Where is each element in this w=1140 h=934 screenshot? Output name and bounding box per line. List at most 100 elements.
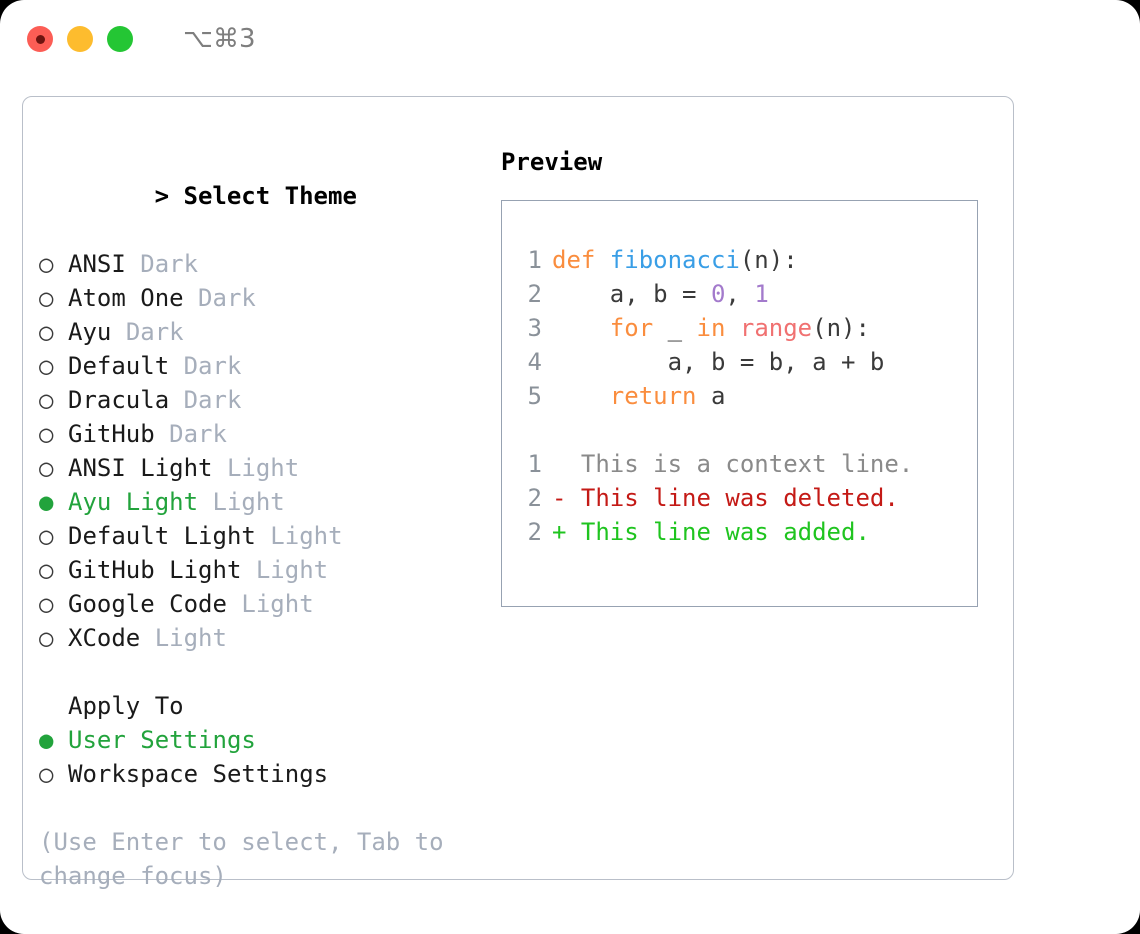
code-line: 2 a, b = 0, 1 (502, 277, 977, 311)
radio-unselected-icon[interactable]: ○ (39, 250, 54, 278)
theme-name: Default Light (68, 522, 256, 550)
diff-marker: + (552, 518, 581, 546)
theme-name: Ayu Light (68, 488, 199, 516)
list-spacer (39, 655, 489, 689)
code-token: in (696, 314, 726, 342)
theme-variant-tag: Light (241, 590, 314, 618)
keyboard-hint: (Use Enter to select, Tab to change focu… (39, 828, 459, 890)
theme-name: ANSI (68, 250, 126, 278)
line-number: 5 (527, 382, 542, 410)
radio-selected-icon[interactable]: ● (39, 726, 54, 754)
theme-list-item[interactable]: ○Dracula Dark (39, 383, 489, 417)
theme-name: Default (68, 352, 170, 380)
code-token: return (609, 382, 697, 410)
radio-unselected-icon[interactable]: ○ (39, 556, 54, 584)
theme-variant-tag: Light (154, 624, 227, 652)
theme-variant-tag: Dark (183, 352, 242, 380)
theme-variant-tag: Dark (125, 318, 184, 346)
radio-unselected-icon[interactable]: ○ (39, 318, 54, 346)
theme-row-space (213, 451, 227, 485)
select-theme-heading: > Select Theme (39, 145, 489, 247)
diff-text: This line was deleted. (580, 484, 899, 512)
diff-marker: - (552, 484, 581, 512)
theme-name: Ayu (68, 318, 112, 346)
theme-row-space (140, 621, 154, 655)
theme-name: GitHub Light (68, 556, 242, 584)
code-token (552, 314, 610, 342)
content-panel: > Select Theme ○ANSI Dark○Atom One Dark○… (22, 96, 1014, 890)
apply-to-option[interactable]: ○ Workspace Settings (39, 757, 489, 791)
theme-list-item[interactable]: ○ XCode Light (39, 621, 489, 655)
theme-list-item[interactable]: ○ANSI Light Light (39, 451, 489, 485)
line-number: 2 (527, 280, 542, 308)
code-token: for (609, 314, 654, 342)
code-token: def (552, 246, 610, 274)
line-number: 1 (527, 246, 542, 274)
code-token: a (696, 382, 726, 410)
hint-spacer (39, 791, 489, 825)
code-line: 5 return a (502, 379, 977, 413)
radio-unselected-icon[interactable]: ○ (39, 352, 54, 380)
theme-row-space (184, 281, 198, 315)
theme-row-space (169, 383, 183, 417)
theme-row-space (155, 417, 169, 451)
theme-list-item[interactable]: ●Ayu Light Light (39, 485, 489, 519)
theme-list-item[interactable]: ○ Default Dark (39, 349, 489, 383)
theme-row-space (256, 519, 270, 553)
theme-row-space (126, 247, 140, 281)
radio-unselected-icon[interactable]: ○ (39, 624, 54, 652)
theme-list-item[interactable]: ○ ANSI Dark (39, 247, 489, 281)
diff-marker (552, 450, 581, 478)
radio-unselected-icon[interactable]: ○ (39, 760, 54, 788)
theme-variant-tag: Dark (198, 284, 256, 312)
radio-unselected-icon[interactable]: ○ (39, 420, 54, 448)
theme-list-item[interactable]: ○ Default Light Light (39, 519, 489, 553)
theme-variant-tag: Dark (183, 386, 242, 414)
theme-row-space (227, 587, 241, 621)
theme-row-space (111, 315, 125, 349)
radio-selected-icon[interactable]: ● (39, 488, 54, 516)
apply-to-option[interactable]: ●User Settings (39, 723, 489, 757)
radio-unselected-icon[interactable]: ○ (39, 522, 54, 550)
theme-variant-tag: Light (270, 522, 343, 550)
maximize-button[interactable] (107, 26, 133, 52)
theme-name: Atom One (68, 284, 184, 312)
diff-snippet: 1 This is a context line.2- This line wa… (502, 447, 977, 549)
radio-unselected-icon[interactable]: ○ (39, 590, 54, 618)
theme-name: XCode (68, 624, 141, 652)
radio-unselected-icon[interactable]: ○ (39, 454, 54, 482)
minimize-button[interactable] (67, 26, 93, 52)
theme-row-space (241, 553, 255, 587)
theme-name: GitHub (68, 420, 155, 448)
code-line: 3 for _ in range(n): (502, 311, 977, 345)
theme-list-item[interactable]: ○GitHub Dark (39, 417, 489, 451)
theme-list-item[interactable]: ○GitHub Light Light (39, 553, 489, 587)
diff-text: This is a context line. (580, 450, 914, 478)
line-number: 2 (527, 484, 542, 512)
apply-to-options: ●User Settings ○ Workspace Settings (39, 723, 489, 791)
theme-list-item[interactable]: ○ Ayu Dark (39, 315, 489, 349)
close-button[interactable] (27, 26, 53, 52)
code-token: a, b = b, a + b (552, 348, 885, 376)
theme-list-item[interactable]: ○Google Code Light (39, 587, 489, 621)
code-token: 0 (710, 280, 726, 308)
code-token: , (725, 280, 755, 308)
theme-variant-tag: Dark (140, 250, 199, 278)
theme-name: ANSI Light (68, 454, 213, 482)
code-token: (n): (739, 246, 798, 274)
diff-text: This line was added. (580, 518, 870, 546)
radio-unselected-icon[interactable]: ○ (39, 284, 54, 312)
radio-unselected-icon[interactable]: ○ (39, 386, 54, 414)
preview-heading: Preview (501, 148, 603, 176)
theme-list-item[interactable]: ○ Atom One Dark (39, 281, 489, 315)
code-token: range (739, 314, 813, 342)
select-theme-title: Select Theme (183, 182, 357, 210)
diff-line: 2- This line was deleted. (502, 481, 977, 515)
diff-line: 1 This is a context line. (502, 447, 977, 481)
apply-to-option-label: Workspace Settings (68, 760, 329, 788)
